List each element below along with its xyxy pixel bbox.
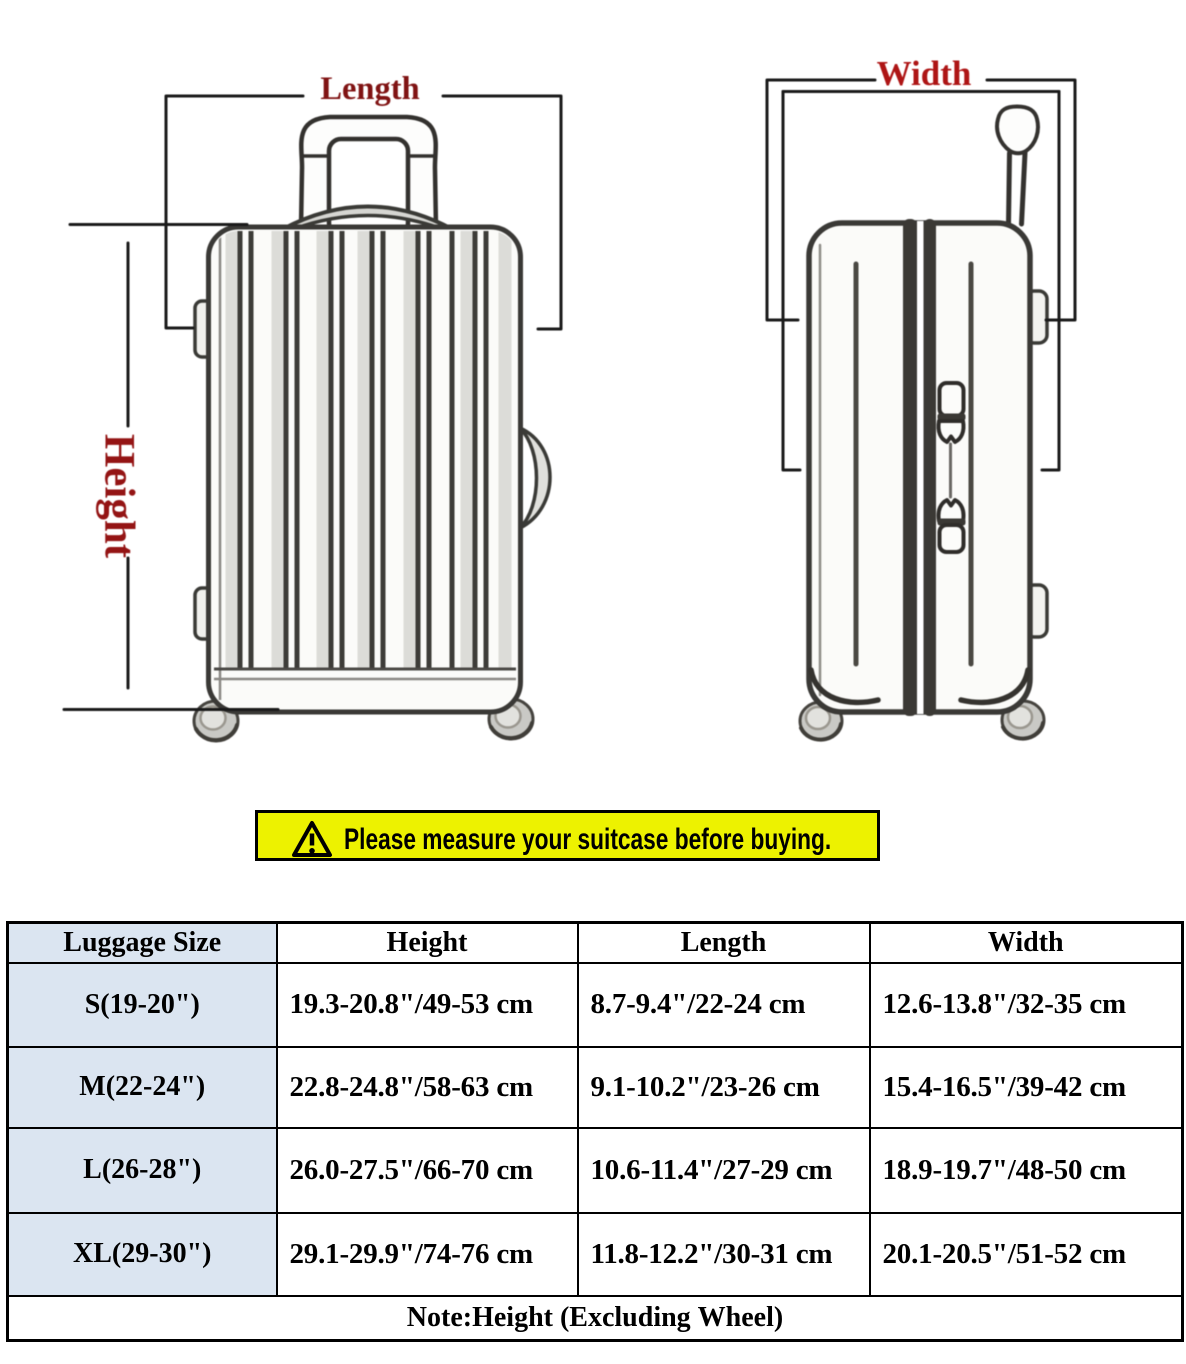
svg-text:Length: Length	[320, 71, 419, 107]
svg-text:Height: Height	[96, 434, 143, 559]
svg-text:Width: Width	[877, 54, 972, 93]
